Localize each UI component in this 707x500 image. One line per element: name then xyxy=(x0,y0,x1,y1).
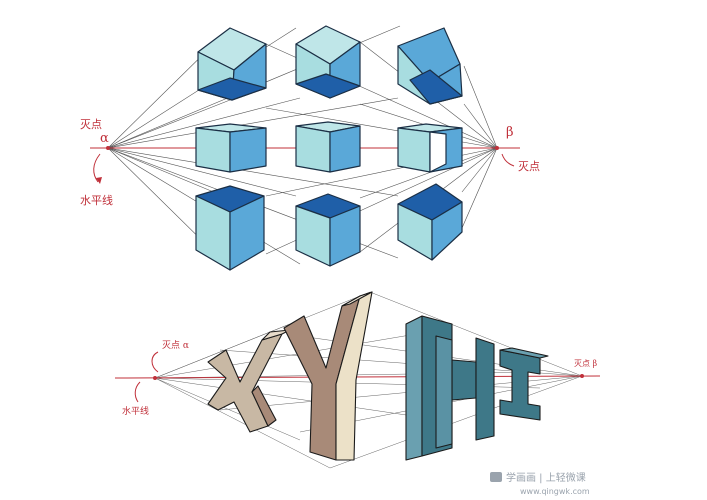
letter-y xyxy=(283,291,373,461)
bottom-right-vp-label: 灭点 β xyxy=(574,359,598,368)
block-letters xyxy=(207,291,549,461)
watermark: 学画画 | 上轻微课 www.qingwk.com xyxy=(490,471,590,496)
letter-h xyxy=(405,315,495,461)
bottom-left-vanishing-point xyxy=(153,376,157,380)
bottom-left-vp-label: 灭点 α xyxy=(162,340,189,351)
top-left-vanishing-point xyxy=(106,146,110,150)
cube-r3-c1 xyxy=(195,185,265,271)
cube-r1-c2 xyxy=(295,25,361,99)
watermark-brand: 学画画 | 上轻微课 xyxy=(506,471,586,484)
cube-r3-c3 xyxy=(397,183,463,261)
cube-grid xyxy=(195,25,463,271)
cube-r3-c2 xyxy=(295,193,361,267)
letter-x xyxy=(207,329,291,433)
cube-r1-c1 xyxy=(197,27,267,101)
top-right-greek-label: β xyxy=(506,125,514,140)
cube-r2-c3 xyxy=(397,123,463,173)
cube-r2-c1 xyxy=(195,123,267,173)
top-left-vp-label: 灭点 xyxy=(80,118,102,131)
cube-r2-c2 xyxy=(295,121,361,173)
top-left-greek-label: α xyxy=(100,131,109,146)
top-right-vp-arrow xyxy=(501,153,515,167)
watermark-url: www.qingwk.com xyxy=(520,487,590,496)
top-horizon-label: 水平线 xyxy=(80,193,113,207)
bottom-right-vanishing-point xyxy=(580,374,584,378)
cube-r1-c3 xyxy=(397,27,463,105)
top-right-vp-label: 灭点 xyxy=(518,160,540,173)
bottom-horizon-label: 水平线 xyxy=(122,405,149,417)
watermark-logo-icon xyxy=(490,472,502,482)
bottom-left-vp-arrow xyxy=(151,351,159,373)
bottom-horizon-arrow xyxy=(134,381,141,403)
top-horizon-arrow xyxy=(93,153,101,183)
top-right-vanishing-point xyxy=(495,146,499,150)
letter-i xyxy=(499,347,549,421)
